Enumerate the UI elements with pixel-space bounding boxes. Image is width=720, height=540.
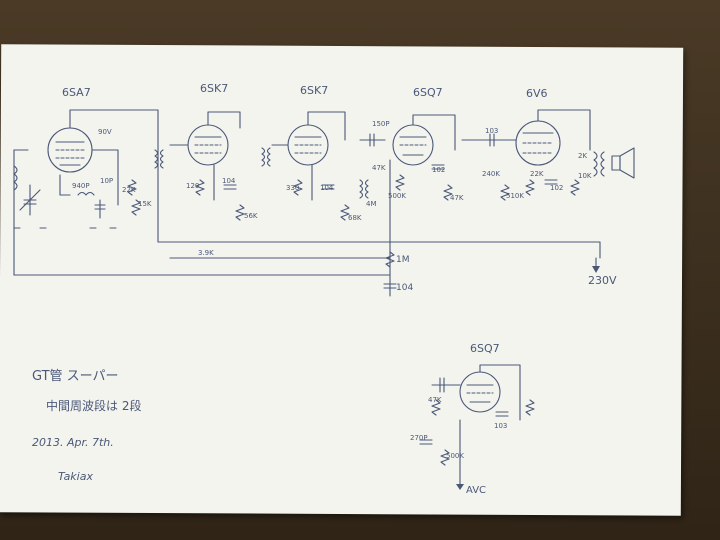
avc-filter	[383, 251, 397, 289]
label-4m: 4M	[366, 200, 377, 208]
label-102-a: 102	[432, 166, 445, 174]
tube-label-6sk7-1: 6SK7	[200, 82, 228, 95]
label-150p: 150P	[372, 120, 390, 128]
power-rail-lines	[13, 117, 601, 297]
label-103: 103	[485, 127, 498, 135]
label-10k: 10K	[578, 172, 592, 180]
label-detail-270p: 270P	[410, 434, 428, 442]
label-240k: 240K	[482, 170, 500, 178]
label-22k-b: 22K	[530, 170, 544, 178]
label-500k: 500K	[388, 192, 406, 200]
handwritten-notes: GT管 スーパー 中間周波段は 2段 2013. Apr. 7th. Takia…	[32, 369, 141, 483]
label-avc: AVC	[466, 485, 486, 496]
note-subtitle: 中間周波段は 2段	[46, 398, 141, 413]
tube-6sk7-if-amp-1	[169, 111, 245, 221]
note-author: Takiax	[58, 470, 93, 483]
label-15k: 15K	[138, 200, 152, 208]
label-detail-103: 103	[494, 422, 507, 430]
component-labels: 90V 10P 940P 22K 15K 120 104 56K 330 104…	[72, 120, 617, 496]
tube-labels: 6SA7 6SK7 6SK7 6SQ7 6V6 6SQ7	[62, 82, 548, 355]
label-c-102-b: 102	[550, 184, 563, 192]
if-transformer-1	[154, 149, 164, 169]
if-transformer-3	[359, 179, 369, 199]
label-230v: 230V	[588, 274, 617, 287]
label-90v: 90V	[98, 128, 112, 136]
label-47k-b: 47K	[450, 194, 464, 202]
label-104-c: 104	[396, 283, 413, 293]
label-10p: 10P	[100, 177, 113, 185]
label-940p: 940P	[72, 182, 90, 190]
label-120: 120	[186, 182, 199, 190]
tube-6v6-output	[479, 109, 591, 201]
label-330: 330	[286, 184, 299, 192]
tube-label-6sq7: 6SQ7	[413, 86, 443, 99]
label-68k: 68K	[348, 214, 362, 222]
label-47k-a: 47K	[372, 164, 386, 172]
tube-6sa7-converter	[13, 109, 159, 229]
label-56k: 56K	[244, 212, 258, 220]
tube-6sq7-detector	[359, 114, 481, 201]
label-104-b: 104	[320, 184, 334, 192]
tube-label-6sa7: 6SA7	[62, 86, 91, 99]
output-transformer	[593, 151, 605, 177]
tube-label-6sq7-detail: 6SQ7	[470, 342, 500, 355]
if-transformer-2	[261, 147, 271, 167]
label-510k: 510K	[506, 192, 524, 200]
label-detail-500k: 500K	[446, 452, 464, 460]
tube-label-6v6: 6V6	[526, 87, 548, 100]
speaker-icon	[611, 147, 635, 179]
tube-label-6sk7-2: 6SK7	[300, 84, 328, 97]
label-104-a: 104	[222, 177, 236, 185]
tube-6sq7-avc-detail	[419, 364, 535, 490]
note-date: 2013. Apr. 7th.	[32, 436, 114, 449]
label-detail-47k: 47K	[428, 396, 442, 404]
label-1m: 1M	[396, 255, 410, 265]
label-2k: 2K	[578, 152, 587, 160]
tube-6sk7-if-amp-2	[271, 111, 350, 221]
note-title: GT管 スーパー	[32, 369, 119, 384]
label-3-9k: 3.9K	[198, 249, 214, 257]
label-22k-a: 22K	[122, 186, 136, 194]
